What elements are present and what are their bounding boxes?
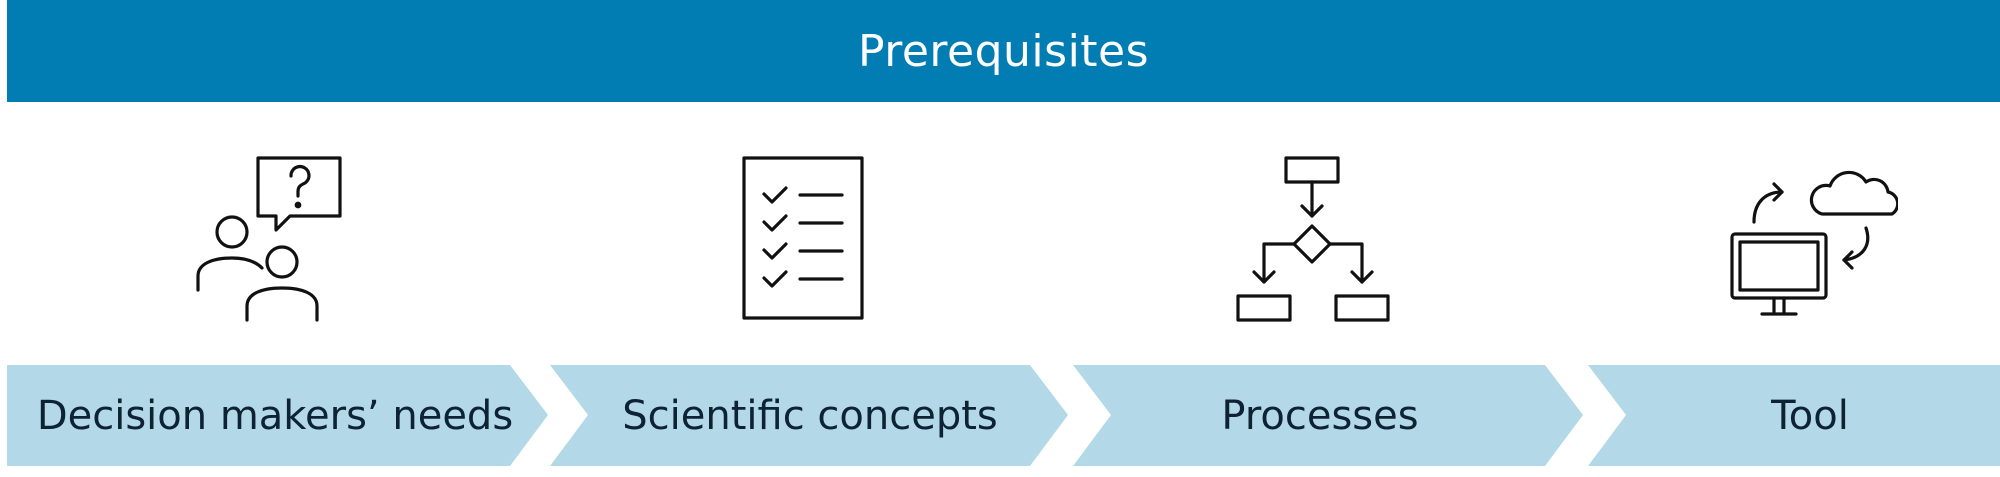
computer-cloud-sync-icon <box>1722 150 1898 326</box>
header-title: Prerequisites <box>857 25 1150 77</box>
process-chevrons <box>7 365 2000 466</box>
step-label-1: Decision makers’ needs <box>36 392 514 439</box>
chevron-step-2 <box>550 365 1068 466</box>
step-label-4: Tool <box>1771 392 1849 439</box>
checklist-icon <box>740 154 866 322</box>
step-label-3: Processes <box>1221 392 1419 439</box>
step-label-2: Scientific concepts <box>622 392 998 439</box>
chevron-step-3 <box>1073 365 1583 466</box>
header-banner: Prerequisites <box>7 0 2000 102</box>
chevron-step-1 <box>7 365 548 466</box>
people-question-icon <box>190 152 350 324</box>
chevron-step-4 <box>1588 365 2000 466</box>
flowchart-icon <box>1232 152 1392 326</box>
